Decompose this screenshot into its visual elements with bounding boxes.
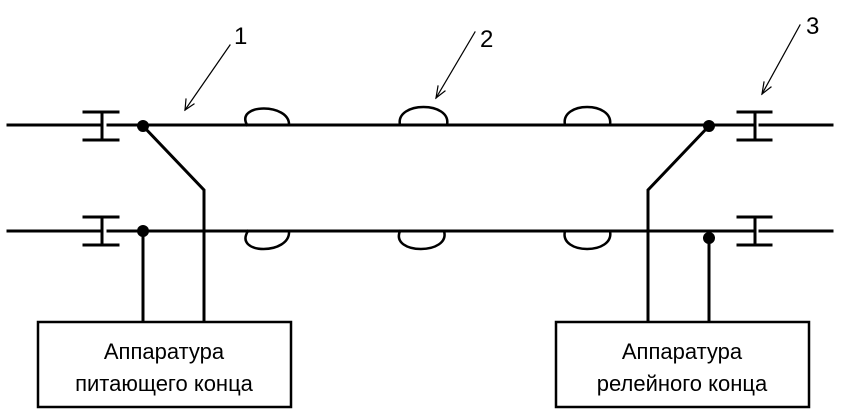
upper-line xyxy=(6,110,834,142)
supply-end-equipment-box: Аппаратура питающего конца xyxy=(36,320,293,409)
relay-box-line2: релейного конца xyxy=(597,371,768,396)
callout-2: 2 xyxy=(480,26,493,53)
relay-box-line1: Аппаратура xyxy=(622,339,743,364)
feed-wires-left xyxy=(140,123,206,324)
supply-box-line1: Аппаратура xyxy=(104,339,225,364)
callout-3: 3 xyxy=(806,13,819,40)
callout-leaders xyxy=(184,24,801,112)
callout-1: 1 xyxy=(234,23,247,50)
rail-joints-lower xyxy=(244,229,612,251)
rail-joints-upper xyxy=(244,105,612,127)
relay-wires-right xyxy=(646,123,712,324)
relay-end-equipment-box: Аппаратура релейного конца xyxy=(554,320,811,409)
supply-box-line2: питающего конца xyxy=(75,371,254,396)
